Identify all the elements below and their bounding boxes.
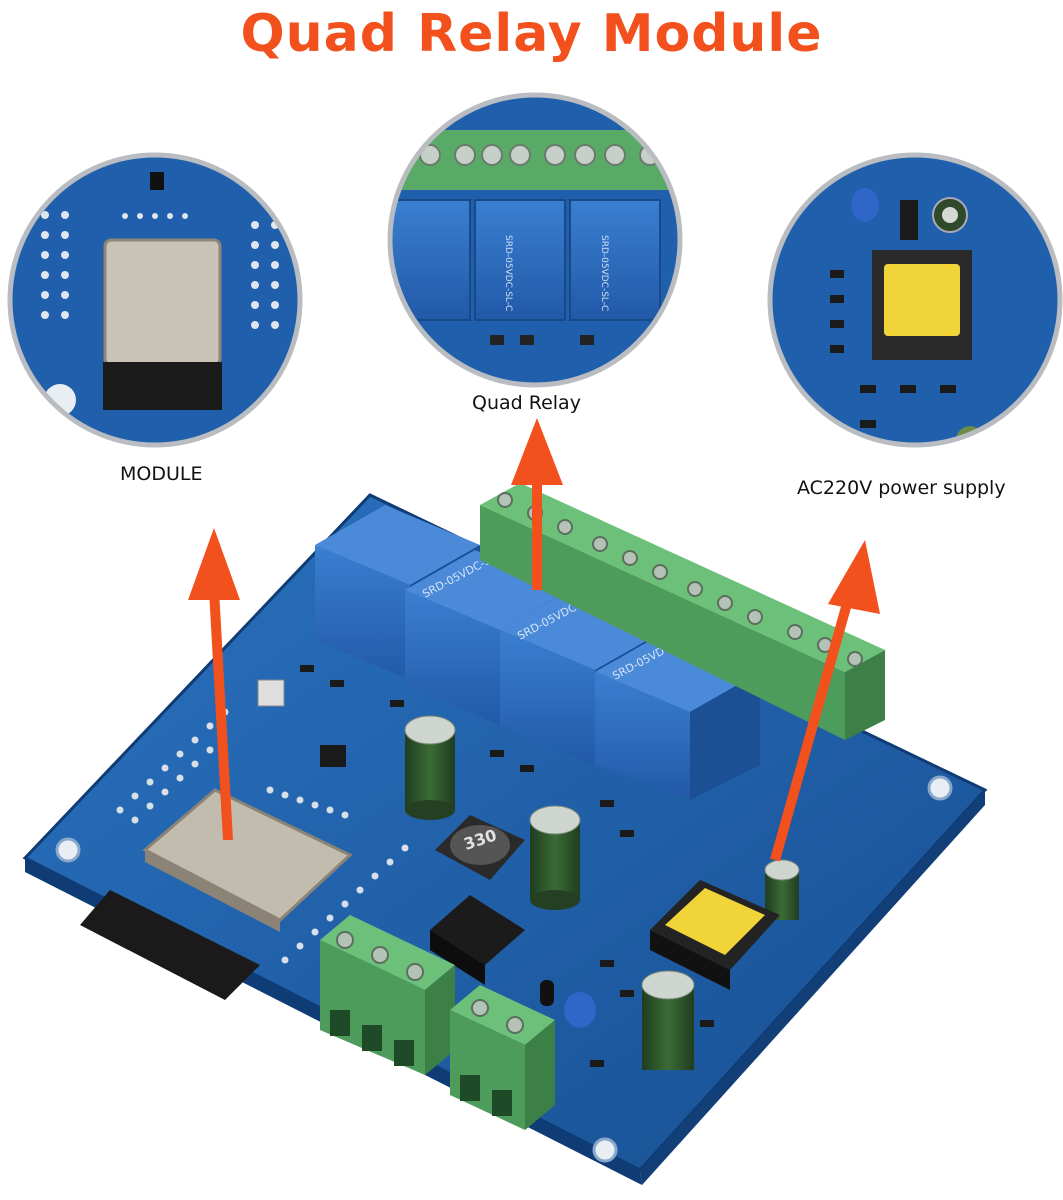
mounting-hole — [55, 775, 953, 1163]
reset-button — [257, 679, 285, 707]
power-detail-circle — [767, 152, 1063, 448]
smd-components — [300, 665, 714, 1067]
caption-module: MODULE — [120, 463, 203, 485]
regulator-ic — [430, 895, 525, 985]
relay-terminal-block — [480, 483, 885, 740]
relay-marking-text: SRD-05VDC-SL-C — [503, 235, 513, 311]
input-terminal-block — [320, 915, 455, 1075]
arrow-relay — [511, 418, 563, 590]
relay-block: SRD-05VDC-SL-C — [595, 627, 760, 800]
caption-power-supply: AC220V power supply — [797, 477, 1006, 499]
electrolytic-capacitor — [404, 715, 456, 820]
relay-detail-circle: SRD-05VDC-SL-C SRD-05VDC-SL-C — [387, 92, 683, 388]
electrolytic-capacitor — [641, 970, 695, 1070]
ceramic-capacitor — [540, 980, 596, 1028]
arrow-power — [770, 540, 880, 862]
power-transformer — [650, 880, 780, 990]
page-title: Quad Relay Module — [240, 4, 823, 64]
caption-quad-relay: Quad Relay — [472, 392, 581, 414]
electrolytic-capacitor — [529, 805, 581, 910]
module-detail-circle — [7, 152, 303, 448]
relay-marking-text: SRD-05VDC-SL-C — [599, 235, 609, 311]
pin-header — [116, 708, 409, 964]
inductor: 330 — [435, 815, 525, 880]
wifi-module — [80, 788, 353, 1000]
arrow-module — [188, 528, 240, 841]
relay-board: SRD-05VDC-SL-C SRD-05VDC-SL-C SRD-05VDC-… — [22, 483, 988, 1185]
input-terminal-block — [450, 985, 555, 1130]
